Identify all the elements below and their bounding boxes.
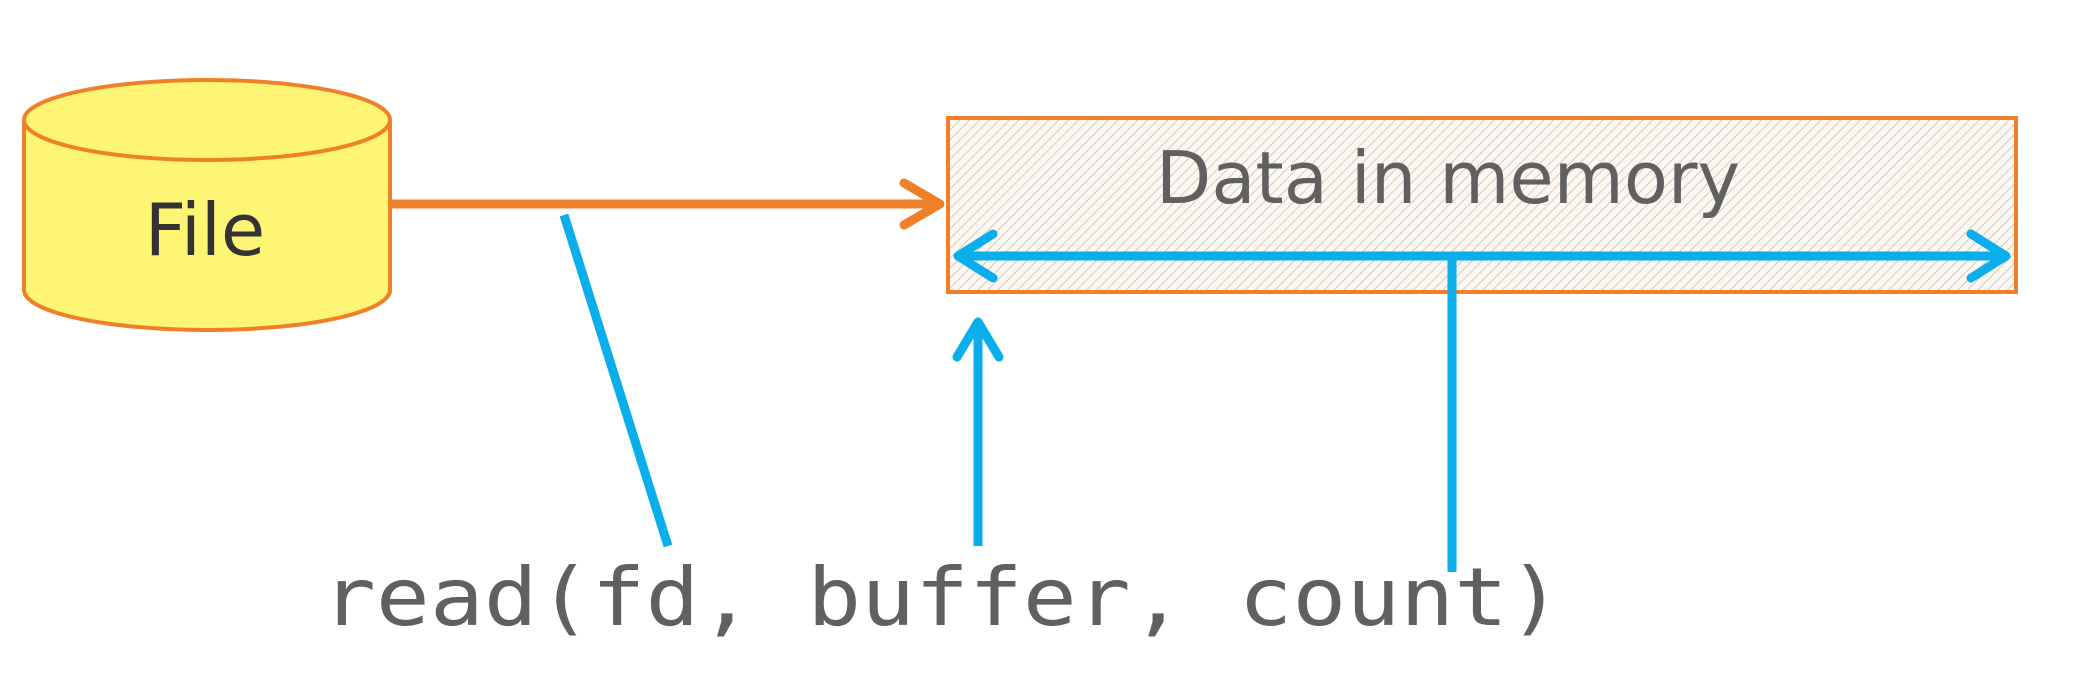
memory-box [946,116,2018,294]
memory-label: Data in memory [1156,136,1740,220]
code-buffer: buffer [807,551,1130,644]
code-separator-2: , [1131,551,1239,644]
file-cylinder-icon [22,78,392,332]
read-call-code: read(fd, buffer, count) [322,551,1562,644]
double-arrow-icon [953,229,2011,283]
code-count: count [1239,551,1509,644]
code-read-open: read( [322,551,592,644]
fd-pointer-line [559,213,673,548]
buffer-pointer-arrow-icon [952,317,1004,546]
file-label: File [145,188,265,272]
code-close: ) [1508,551,1562,644]
arrow-right-icon [392,178,945,230]
code-separator-1: , [699,551,807,644]
code-fd: fd [592,551,700,644]
